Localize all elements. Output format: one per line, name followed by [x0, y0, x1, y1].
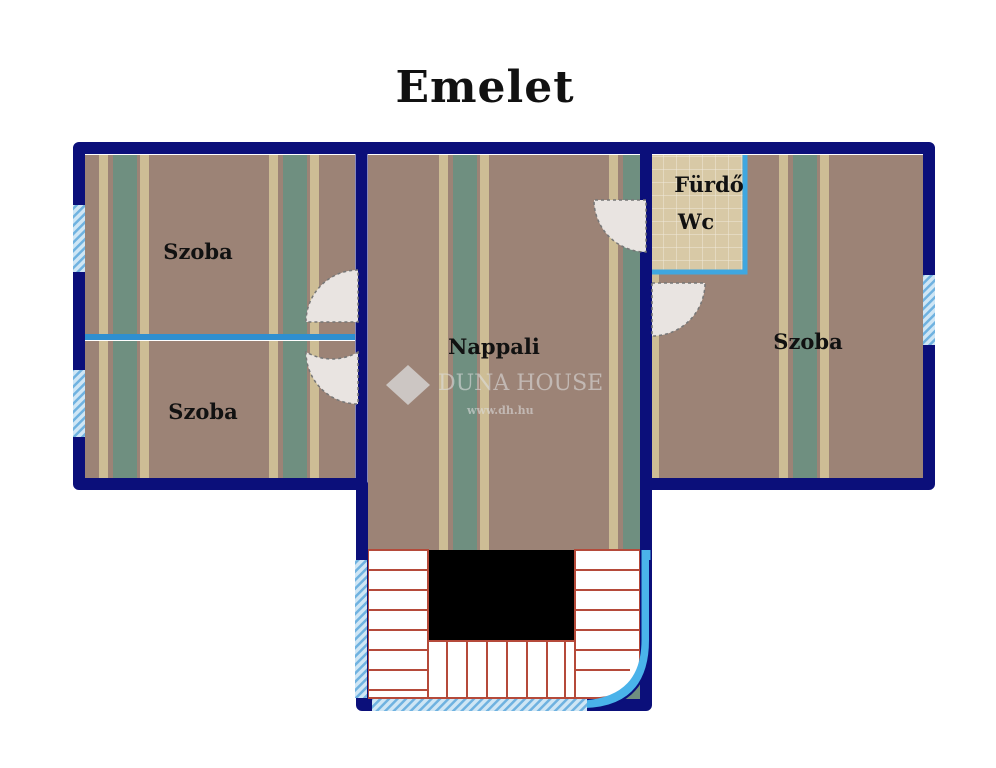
window: [923, 275, 935, 345]
window: [355, 560, 367, 698]
windows: [73, 205, 935, 711]
room-label-nappali: Nappali: [448, 334, 540, 359]
door-icon: [593, 199, 647, 253]
bathroom-wall: [652, 155, 748, 275]
room-label-szoba-top-left: Szoba: [163, 239, 233, 264]
door-icon: [305, 269, 359, 323]
room-label-furdo: Fürdő: [674, 172, 744, 197]
curved-window: [584, 550, 651, 710]
window: [73, 205, 85, 272]
staircase: [367, 549, 641, 699]
floor-title: Emelet: [395, 62, 575, 113]
watermark-url: www.dh.hu: [466, 404, 534, 417]
room-label-szoba-right: Szoba: [773, 329, 843, 354]
door-icon: [305, 350, 359, 405]
window: [73, 370, 85, 437]
window: [372, 699, 587, 711]
interior-wall: [85, 334, 355, 340]
room-furdo-wc: [652, 155, 745, 272]
watermark-brand: DUNA HOUSE: [438, 371, 603, 396]
room-label-szoba-bottom-left: Szoba: [168, 399, 238, 424]
room-label-wc: Wc: [677, 209, 714, 234]
logo-icon: [386, 365, 430, 405]
door-icon: [651, 282, 706, 337]
watermark: DUNA HOUSE www.dh.hu: [386, 365, 603, 417]
doors: [305, 199, 706, 405]
